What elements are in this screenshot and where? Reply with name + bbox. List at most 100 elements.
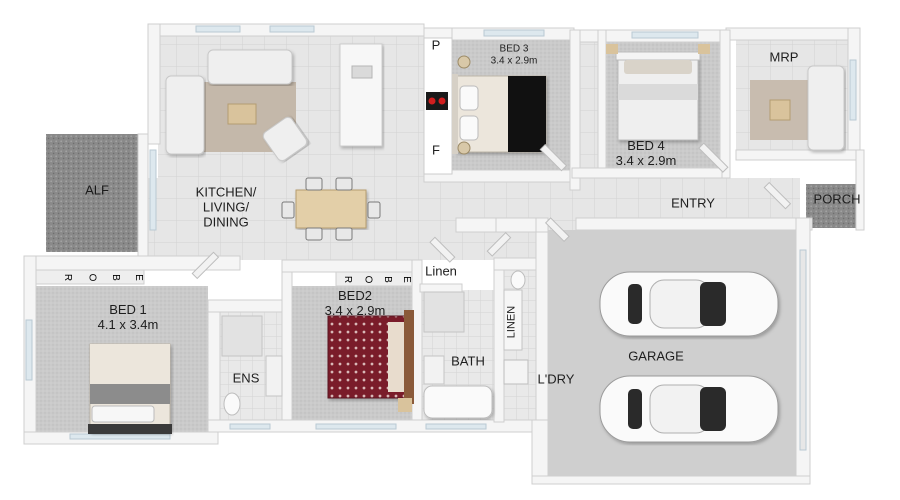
- bath-fixtures: [423, 291, 493, 419]
- porch-floor: [806, 184, 862, 228]
- car-1: [599, 271, 779, 337]
- robe-bed1-letter: R: [62, 273, 74, 281]
- room-label-bed1-size: 4.1 x 3.4m: [97, 317, 159, 332]
- window-alf: [149, 149, 157, 231]
- room-label-bed4-size: 3.4 x 2.9m: [615, 153, 677, 168]
- robe-bed1: R O B E: [62, 270, 144, 284]
- garage-cars: [599, 271, 779, 443]
- bed3-furniture: [452, 55, 547, 155]
- bed1-blanket: [90, 384, 170, 404]
- wall-laundry-right: [535, 227, 549, 423]
- windows: [25, 25, 857, 451]
- bath-shower: [423, 291, 465, 333]
- bed3-throw: [508, 76, 546, 152]
- wall-hall-box1: [455, 217, 497, 233]
- room-label-bed4: BED 4 3.4 x 2.9m: [615, 138, 677, 169]
- room-label-linen-upper: Linen: [425, 263, 457, 279]
- room-label-alf: ALF: [85, 182, 109, 198]
- wall-bed4-right: [719, 29, 731, 179]
- garage-door: [799, 249, 807, 451]
- armchair: [262, 116, 308, 162]
- window-bed2: [315, 423, 397, 430]
- room-label-bed3: BED 3 3.4 x 2.9m: [491, 44, 538, 67]
- window-living-2: [269, 25, 315, 33]
- room-label-bed3-size: 3.4 x 2.9m: [490, 55, 538, 66]
- wall-garage-left: [531, 419, 549, 479]
- ens-vanity: [265, 355, 283, 397]
- wall-garage-top: [575, 217, 813, 231]
- bed4-side-2: [698, 44, 710, 54]
- alf-floor: [46, 134, 138, 252]
- wall-ens-left: [207, 299, 221, 433]
- bed4-side-1: [606, 44, 618, 54]
- doors: [191, 142, 792, 280]
- room-label-pantry: P: [431, 37, 441, 53]
- bed1-furniture: [88, 343, 172, 434]
- wall-bed4-bottom: [571, 167, 723, 179]
- robe-bed2-letter: O: [362, 275, 374, 283]
- island-sink: [351, 65, 373, 79]
- wall-ens-top: [207, 299, 291, 313]
- living-furniture: [165, 37, 453, 241]
- bed3-headboard: [452, 74, 458, 154]
- room-label-bed2-name: BED2: [338, 288, 372, 304]
- window-living-1: [195, 25, 241, 33]
- wall-porch-right: [855, 149, 865, 231]
- wall-bed2-top: [281, 259, 423, 273]
- bed3-lamp-2: [457, 141, 471, 155]
- room-label-bed4-name: BED 4: [627, 138, 665, 154]
- wall-bed4-left: [597, 29, 607, 177]
- cooktop: [426, 92, 448, 110]
- bed3-pillow-2: [459, 115, 479, 141]
- room-label-kitchen-line1: KITCHEN/: [195, 184, 257, 200]
- window-bath: [425, 423, 487, 430]
- room-label-garage: GARAGE: [628, 348, 684, 364]
- room-label-kitchen-line2: LIVING/: [202, 199, 250, 215]
- room-label-bed2-size: 3.4 x 2.9m: [324, 303, 386, 318]
- room-label-kitchen-line3: DINING: [203, 214, 249, 230]
- wall-robe-bed1: [35, 269, 145, 285]
- room-label-bed2: BED2 3.4 x 2.9m: [324, 288, 386, 319]
- bed2-headboard: [404, 310, 414, 404]
- room-label-ens: ENS: [232, 370, 260, 386]
- wall-top-mrp: [725, 27, 861, 41]
- room-label-porch: PORCH: [813, 191, 861, 207]
- window-bed3: [483, 29, 545, 37]
- bed2-furniture: [327, 310, 414, 412]
- bed4-quilt-fold: [618, 84, 698, 100]
- room-label-mrp: MRP: [769, 49, 799, 65]
- room-label-bath: BATH: [451, 353, 485, 369]
- room-label-kitchen: KITCHEN/ LIVING/ DINING: [195, 184, 257, 231]
- bath-vanity: [423, 355, 445, 385]
- wall-left-alf: [137, 133, 149, 259]
- bed3-pillow-1: [459, 85, 479, 111]
- mrp-sofa: [807, 65, 845, 151]
- bed3-lamp-1: [457, 55, 471, 69]
- room-label-laundry: L'DRY: [537, 371, 575, 387]
- window-mrp: [849, 59, 857, 121]
- room-label-bed3-name: BED 3: [499, 43, 529, 55]
- wall-garage-bottom: [531, 475, 811, 485]
- laundry-linen: [503, 289, 523, 351]
- wall-ens-right: [281, 259, 293, 431]
- bed4-pillows: [624, 60, 692, 74]
- mrp-table: [769, 99, 791, 121]
- robe-bed1-letter: B: [109, 273, 121, 281]
- bed4-furniture: [606, 44, 710, 141]
- room-label-linen-vertical: LINEN: [505, 305, 518, 339]
- robe-bed2-letter: B: [381, 275, 393, 283]
- bed2-pillows: [388, 322, 404, 392]
- window-ens: [229, 423, 271, 430]
- bed1-pillows: [91, 405, 155, 423]
- robe-bed1-letter: O: [86, 273, 98, 281]
- bed2-side: [398, 398, 412, 412]
- cooktop-burner-1: [428, 97, 436, 105]
- room-label-bed1-name: BED 1: [109, 302, 147, 318]
- sofa-top: [207, 49, 293, 85]
- car-2: [599, 375, 779, 443]
- wall-left-living: [147, 23, 161, 145]
- dining-table: [295, 189, 367, 229]
- laundry-toilet: [510, 270, 526, 290]
- room-label-entry: ENTRY: [671, 195, 715, 211]
- wall-mrp-bottom: [735, 149, 861, 161]
